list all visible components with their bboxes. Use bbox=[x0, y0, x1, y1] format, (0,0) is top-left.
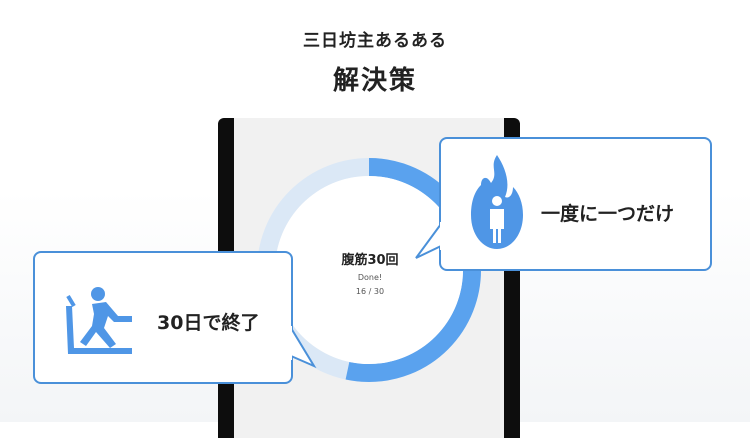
treadmill-runner-icon bbox=[66, 287, 132, 354]
callout-one-thing: 一度に一つだけ bbox=[439, 137, 712, 271]
page-subtitle: 三日坊主あるある bbox=[303, 31, 447, 51]
task-status: Done! bbox=[357, 273, 383, 282]
callout-tail bbox=[284, 326, 317, 369]
task-name: 腹筋30回 bbox=[341, 253, 399, 268]
flame-person-icon bbox=[471, 155, 523, 249]
callout-label: 一度に一つだけ bbox=[541, 203, 675, 225]
progress-ring-inner bbox=[275, 176, 463, 364]
task-progress-count: 16 / 30 bbox=[355, 287, 385, 296]
callout-thirty-days: 30日で終了 bbox=[33, 251, 293, 384]
callout-tail bbox=[415, 222, 448, 259]
page-title: 解決策 bbox=[332, 66, 417, 96]
callout-label: 30日で終了 bbox=[157, 312, 260, 334]
